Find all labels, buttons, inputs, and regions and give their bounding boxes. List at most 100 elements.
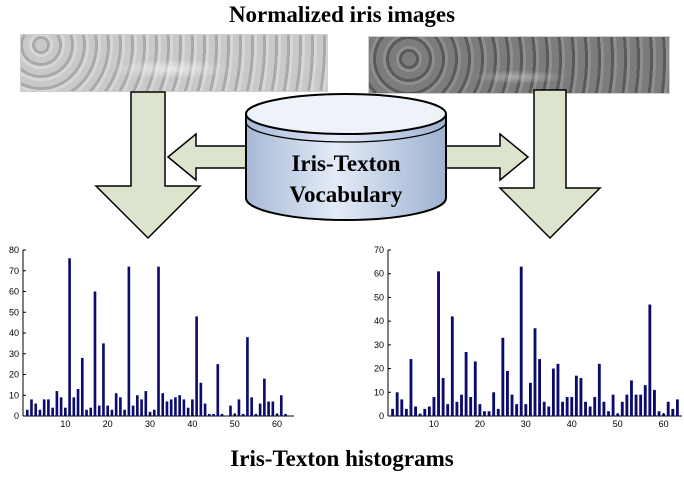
histogram-bar bbox=[203, 403, 207, 416]
histogram-bar bbox=[97, 405, 101, 417]
histogram-bar bbox=[131, 405, 135, 417]
histogram-bar bbox=[492, 392, 496, 416]
histogram-bar bbox=[611, 394, 615, 416]
y-tick-label: 70 bbox=[9, 266, 19, 276]
histogram-bar bbox=[152, 409, 156, 416]
y-tick-label: 80 bbox=[9, 245, 19, 255]
histogram-bar bbox=[51, 407, 54, 416]
histogram-bar bbox=[34, 403, 38, 416]
down-arrow-right bbox=[498, 89, 602, 240]
histogram-bar bbox=[391, 408, 395, 416]
histogram-bar bbox=[72, 397, 76, 416]
histogram-bar bbox=[80, 357, 84, 416]
histogram-bar bbox=[496, 408, 500, 416]
histogram-bar bbox=[123, 409, 126, 416]
histogram-bar bbox=[106, 405, 109, 417]
histogram-bar bbox=[241, 413, 245, 416]
histogram-bar bbox=[220, 413, 224, 416]
histogram-bar bbox=[542, 401, 546, 416]
histogram-bar bbox=[47, 399, 50, 416]
normalized-iris-image-left bbox=[20, 34, 328, 92]
histogram-bar bbox=[195, 316, 198, 416]
x-tick-label: 30 bbox=[521, 419, 531, 429]
histogram-bar bbox=[284, 413, 287, 416]
histogram-bar bbox=[258, 403, 262, 416]
histogram-bar bbox=[237, 399, 241, 416]
histogram-bar bbox=[127, 266, 131, 416]
histogram-bar bbox=[478, 404, 482, 416]
histogram-bar bbox=[30, 399, 33, 416]
histogram-bar bbox=[93, 291, 97, 416]
histogram-bar bbox=[263, 378, 266, 416]
histogram-bar bbox=[597, 363, 601, 416]
histogram-bar bbox=[182, 399, 186, 416]
histogram-bar bbox=[427, 406, 431, 416]
histogram-bar bbox=[441, 378, 445, 416]
histogram-bar bbox=[469, 397, 473, 416]
histogram-bar bbox=[464, 351, 468, 416]
histogram-bar bbox=[271, 401, 275, 416]
x-tick-label: 40 bbox=[567, 419, 577, 429]
histogram-bar bbox=[25, 409, 29, 416]
histogram-bar bbox=[186, 407, 190, 416]
histogram-bar bbox=[666, 401, 670, 416]
histogram-bar bbox=[671, 408, 675, 416]
y-tick-label: 20 bbox=[374, 364, 384, 374]
histogram-bar bbox=[102, 343, 105, 417]
histogram-bar bbox=[267, 401, 270, 416]
histogram-bar bbox=[110, 409, 114, 416]
histogram-bar bbox=[68, 258, 71, 416]
histogram-bar bbox=[119, 397, 122, 416]
y-tick-label: 60 bbox=[374, 269, 384, 279]
histogram-bar bbox=[161, 393, 165, 416]
x-tick-label: 50 bbox=[230, 419, 240, 429]
right-pointing-arrow bbox=[445, 132, 530, 182]
histogram-bar bbox=[178, 395, 181, 416]
x-tick-label: 60 bbox=[272, 419, 282, 429]
y-tick-label: 50 bbox=[9, 307, 19, 317]
histogram-bar bbox=[76, 389, 80, 416]
y-tick-label: 10 bbox=[374, 387, 384, 397]
histogram-bar bbox=[455, 401, 459, 416]
histogram-bar bbox=[602, 401, 606, 416]
histogram-bar bbox=[208, 413, 211, 416]
x-tick-label: 30 bbox=[145, 419, 155, 429]
vocabulary-label-line1: Iris-Texton bbox=[291, 151, 400, 176]
histogram-bar bbox=[229, 405, 232, 417]
histogram-bar bbox=[538, 359, 542, 416]
histogram-bar bbox=[55, 391, 59, 416]
histogram-bar bbox=[639, 394, 643, 416]
x-tick-label: 10 bbox=[60, 419, 70, 429]
histogram-bar bbox=[400, 399, 404, 416]
histogram-bar bbox=[561, 401, 564, 416]
histogram-bar bbox=[85, 409, 88, 416]
histogram-bar bbox=[279, 395, 283, 416]
histogram-bar bbox=[446, 404, 450, 416]
normalized-iris-image-right bbox=[368, 36, 670, 94]
histogram-bar bbox=[157, 266, 160, 416]
histogram-bar bbox=[487, 411, 491, 416]
histogram-bar bbox=[657, 411, 661, 416]
histogram-bar bbox=[140, 399, 143, 416]
histogram-bar bbox=[212, 413, 215, 416]
histogram-bar bbox=[524, 404, 528, 416]
histogram-bar bbox=[547, 406, 551, 416]
histogram-bar bbox=[89, 407, 93, 416]
histogram-bar bbox=[625, 394, 629, 416]
histogram-bar bbox=[414, 406, 417, 416]
histogram-bar bbox=[423, 408, 427, 416]
histogram-bar bbox=[620, 401, 624, 416]
histogram-bar bbox=[460, 394, 463, 416]
y-tick-label: 30 bbox=[374, 340, 384, 350]
y-tick-label: 20 bbox=[9, 370, 19, 380]
histogram-bar bbox=[501, 337, 505, 416]
y-tick-label: 40 bbox=[374, 316, 384, 326]
histogram-bar bbox=[533, 328, 537, 416]
y-tick-label: 70 bbox=[374, 245, 384, 255]
histogram-bar bbox=[395, 392, 399, 416]
histogram-bar bbox=[648, 304, 652, 416]
histogram-bar bbox=[437, 271, 440, 416]
